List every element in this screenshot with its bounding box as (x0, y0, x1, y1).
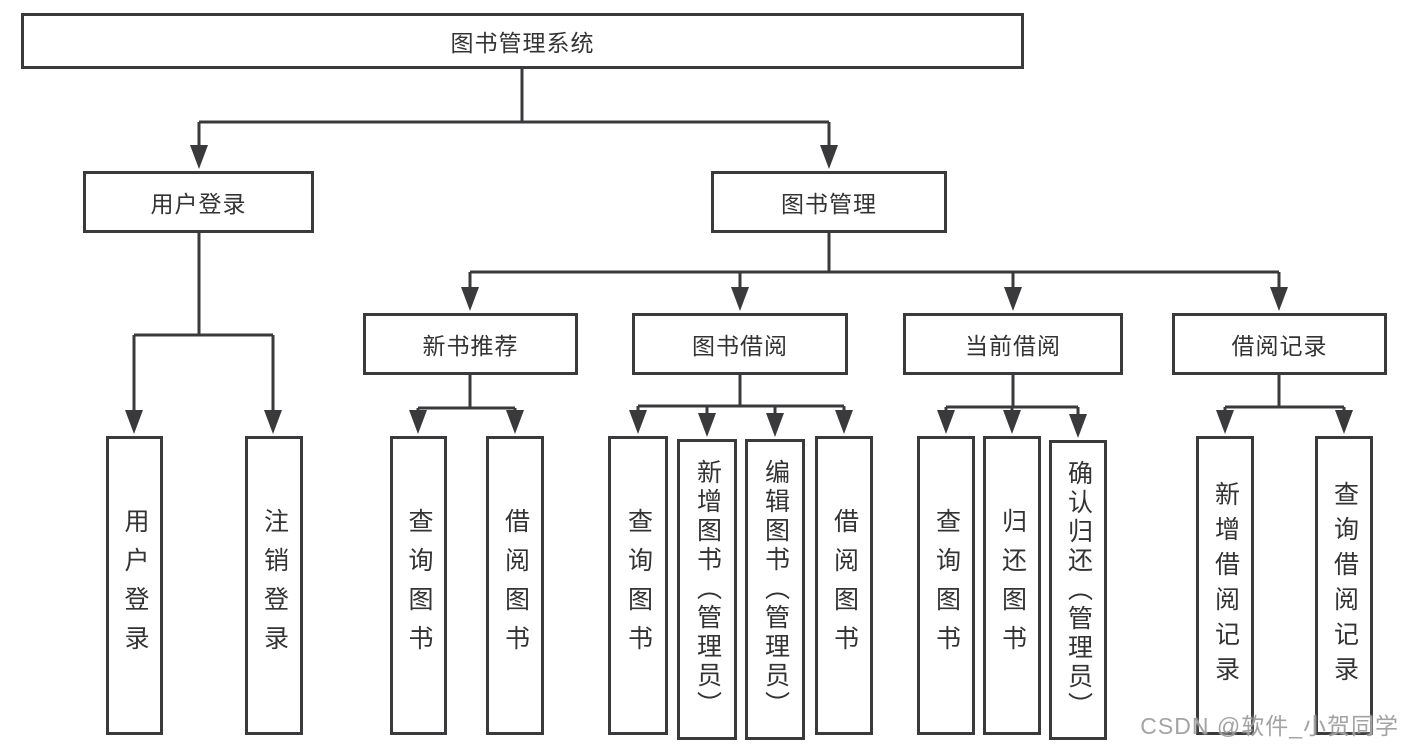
leaf-add-book-admin: 新增图书（管理员） (677, 439, 737, 740)
arrowhead (937, 410, 955, 434)
leaf-borrow-books: 借阅图书 (815, 436, 873, 735)
edges-book-management (468, 233, 1281, 296)
leaf-edit-book-admin: 编辑图书（管理员） (745, 439, 805, 740)
node-library-system: 图书管理系统 (21, 13, 1024, 69)
arrowhead (264, 410, 282, 434)
edges-root (197, 69, 831, 155)
leaf-confirm-return-admin: 确认归还（管理员） (1049, 440, 1107, 740)
edges-current-borrow (944, 375, 1080, 424)
arrowhead (766, 413, 784, 437)
edges-user-login (132, 233, 275, 420)
arrowhead (1004, 287, 1022, 311)
edges-book-borrow (636, 375, 846, 422)
leaf-query-books-current: 查询图书 (917, 436, 975, 735)
leaf-query-books-borrow: 查询图书 (608, 436, 668, 735)
node-user-login: 用户登录 (83, 171, 314, 233)
edges-borrow-records (1223, 375, 1346, 420)
node-book-management: 图书管理 (711, 171, 947, 233)
arrowhead (698, 413, 716, 437)
edges-new-book (416, 375, 517, 420)
arrowhead (125, 410, 143, 434)
arrowhead (1003, 410, 1021, 434)
arrowhead (1335, 410, 1353, 434)
leaf-query-books-recommend: 查询图书 (390, 436, 447, 735)
node-book-borrow: 图书借阅 (632, 313, 848, 375)
leaf-borrow-books-recommend: 借阅图书 (486, 436, 544, 735)
arrowhead (409, 410, 427, 434)
node-new-book-recommend: 新书推荐 (363, 313, 578, 375)
arrowhead (820, 145, 838, 169)
leaf-add-borrow-record: 新增借阅记录 (1196, 436, 1254, 735)
csdn-watermark: CSDN @软件_小贺同学 (1140, 713, 1399, 739)
arrowhead (835, 410, 853, 434)
arrowhead (1069, 414, 1087, 438)
arrowhead (1270, 287, 1288, 311)
node-current-borrow: 当前借阅 (903, 313, 1123, 375)
arrowhead (731, 287, 749, 311)
leaf-return-books: 归还图书 (983, 436, 1041, 735)
arrowhead (506, 410, 524, 434)
leaf-query-borrow-record: 查询借阅记录 (1315, 436, 1373, 735)
arrowhead (1216, 410, 1234, 434)
arrowhead (190, 145, 208, 169)
leaf-user-login: 用户登录 (106, 436, 163, 735)
node-borrow-records: 借阅记录 (1172, 313, 1387, 375)
leaf-logout: 注销登录 (245, 436, 303, 735)
arrowhead (629, 410, 647, 434)
arrowhead (461, 287, 479, 311)
